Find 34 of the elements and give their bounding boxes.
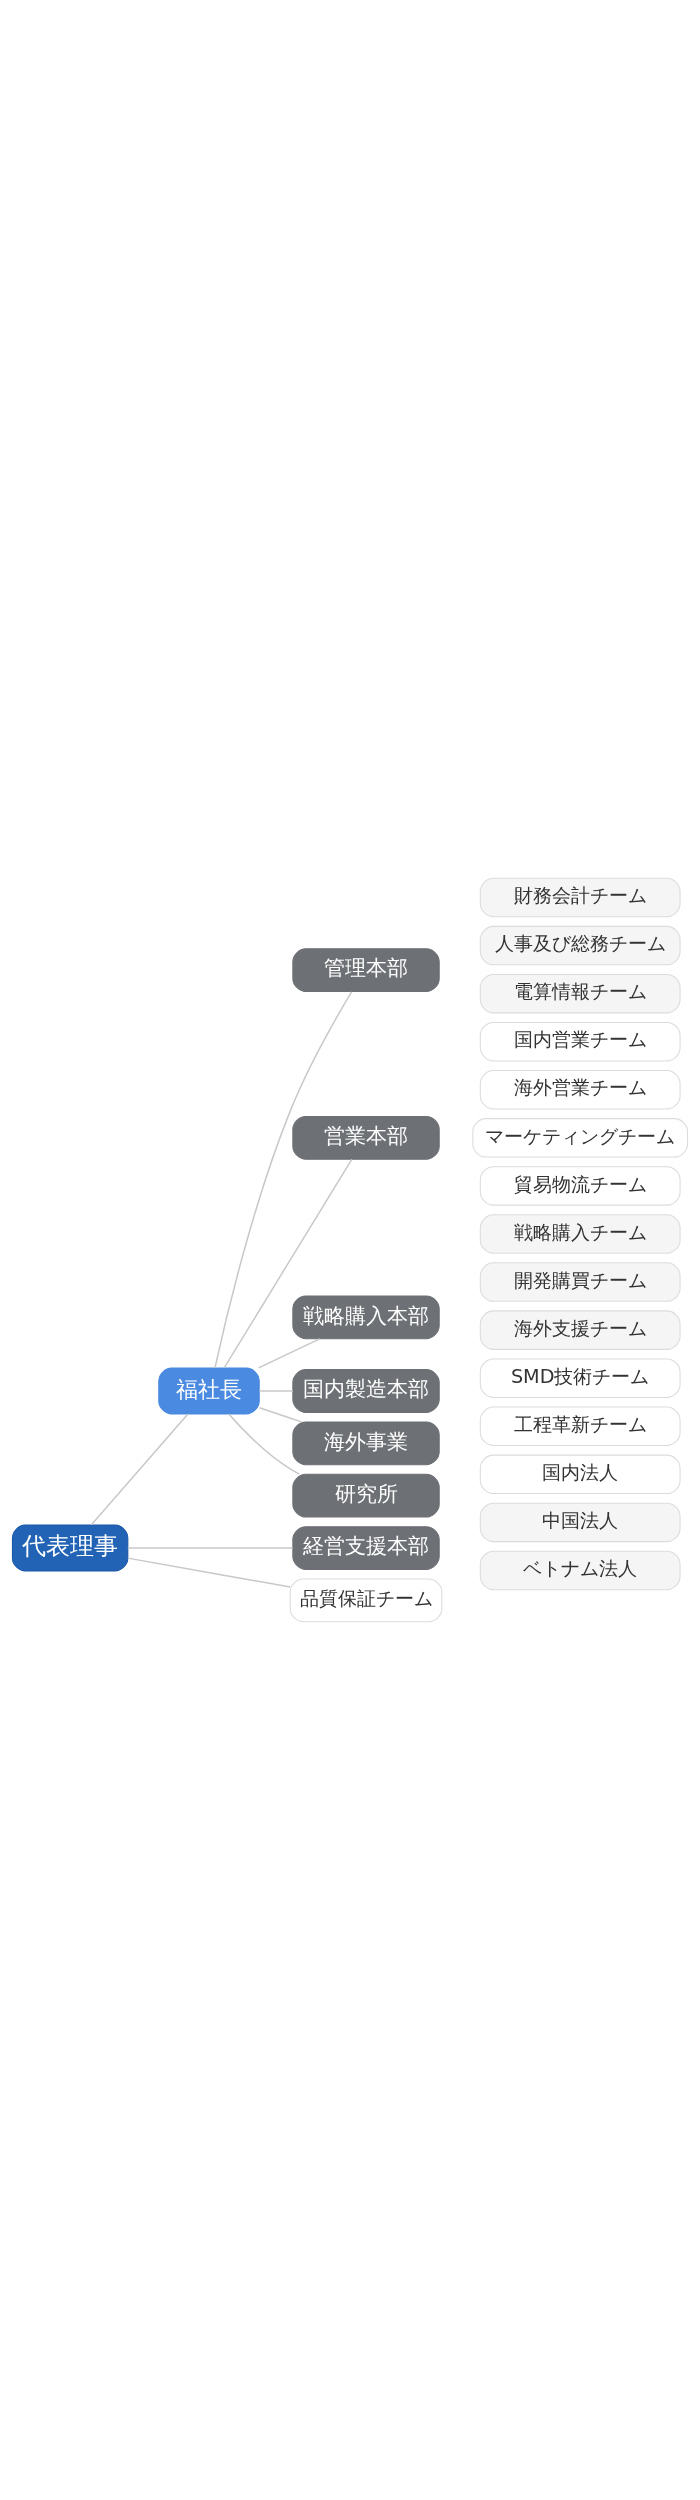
node-box: 貿易物流チーム xyxy=(479,1166,681,1206)
node-box: 経営支援本部 xyxy=(292,1526,440,1570)
node-box: マーケティングチーム xyxy=(472,1118,689,1158)
node-box: 中国法人 xyxy=(479,1502,681,1543)
node-box: 国内法人 xyxy=(479,1454,681,1495)
node-box: ベトナム法人 xyxy=(479,1550,681,1591)
connector xyxy=(214,991,353,1369)
node-box: 国内営業チーム xyxy=(479,1021,681,1062)
node-box: 工程革新チーム xyxy=(479,1406,681,1446)
node-box: 戦略購入チーム xyxy=(479,1214,681,1254)
node-box: SMD技術チーム xyxy=(479,1358,681,1398)
node-box: 国内製造本部 xyxy=(292,1369,440,1413)
connector xyxy=(257,1338,321,1369)
node-box: 研究所 xyxy=(292,1473,440,1518)
connector xyxy=(258,1390,294,1392)
node-box: 人事及び総務チーム xyxy=(479,925,681,966)
connector xyxy=(127,1547,294,1549)
node-box: 開発購買チーム xyxy=(479,1262,681,1302)
node-box: 福社長 xyxy=(158,1367,260,1415)
connector xyxy=(90,1413,189,1526)
node-box: 海外営業チーム xyxy=(479,1070,681,1110)
node-box: 営業本部 xyxy=(292,1115,440,1160)
connector xyxy=(127,1557,291,1588)
connector xyxy=(258,1406,303,1423)
connector xyxy=(223,1158,353,1369)
node-box: 財務会計チーム xyxy=(479,877,681,918)
node-box: 海外事業 xyxy=(292,1421,440,1466)
node-box: 管理本部 xyxy=(292,948,440,993)
node-box: 代表理事 xyxy=(11,1524,129,1572)
node-box: 品質保証チーム xyxy=(289,1578,443,1623)
node-box: 戦略購入本部 xyxy=(292,1295,440,1340)
node-box: 電算情報チーム xyxy=(479,973,681,1014)
connector xyxy=(228,1413,301,1475)
node-box: 海外支援チーム xyxy=(479,1310,681,1350)
